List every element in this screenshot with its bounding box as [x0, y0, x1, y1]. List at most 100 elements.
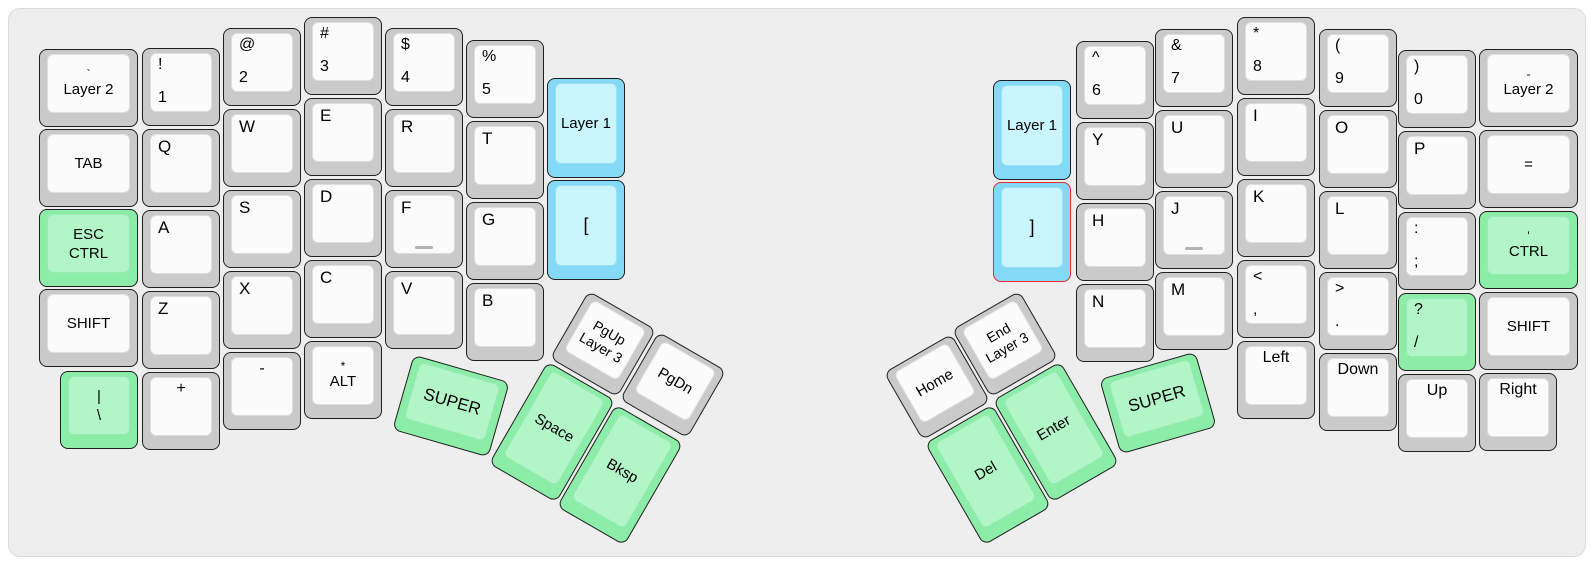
key-label: SHIFT [66, 315, 111, 332]
key-label: ALT [329, 373, 357, 390]
key-num-1[interactable]: !1 [142, 48, 220, 126]
key-num-5[interactable]: %5 [466, 40, 544, 118]
keycap-top: Y [1084, 127, 1146, 186]
homing-bar-icon [415, 246, 433, 249]
keycap-top: PgDn [633, 340, 717, 423]
key-letter-k[interactable]: K [1237, 179, 1315, 257]
key-arrow-left[interactable]: Left [1237, 341, 1315, 419]
key-dash-layer2[interactable]: -Layer 2 [1479, 49, 1578, 127]
key-grave-layer2[interactable]: `Layer 2 [39, 49, 138, 127]
key-arrow-right[interactable]: Right [1479, 373, 1557, 451]
key-letter-y[interactable]: Y [1076, 122, 1154, 200]
key-letter-n[interactable]: N [1076, 284, 1154, 362]
key-letter-s[interactable]: S [223, 190, 301, 268]
keycap-top: O [1327, 115, 1389, 174]
key-label: ? [1414, 301, 1423, 318]
key-num-8[interactable]: *8 [1237, 17, 1315, 95]
keycap-top: TAB [47, 134, 130, 193]
key-shift-right[interactable]: SHIFT [1479, 292, 1578, 370]
key-label: : [1414, 220, 1419, 237]
key-label: G [482, 210, 496, 229]
key-letter-b[interactable]: B [466, 283, 544, 361]
key-tab[interactable]: TAB [39, 129, 138, 207]
key-label: * [1253, 25, 1260, 42]
keycap-top: S [231, 195, 293, 254]
key-plus[interactable]: + [142, 372, 220, 450]
key-comma[interactable]: <, [1237, 260, 1315, 338]
key-num-9[interactable]: (9 [1319, 29, 1397, 107]
key-letter-j[interactable]: J [1155, 191, 1233, 269]
key-right-bracket[interactable]: ] [993, 182, 1071, 282]
key-letter-p[interactable]: P [1398, 131, 1476, 209]
key-letter-u[interactable]: U [1155, 110, 1233, 188]
key-label: Layer 1 [560, 115, 612, 132]
key-letter-m[interactable]: M [1155, 272, 1233, 350]
keycap-top: Z [150, 296, 212, 355]
key-layer1-left[interactable]: Layer 1 [547, 78, 625, 178]
key-letter-w[interactable]: W [223, 109, 301, 187]
key-letter-i[interactable]: I [1237, 98, 1315, 176]
key-left-bracket[interactable]: [ [547, 180, 625, 280]
key-label: CTRL [68, 244, 109, 262]
key-super-right[interactable]: SUPER [1099, 351, 1217, 455]
key-num-2[interactable]: @2 [223, 28, 301, 106]
key-label: + [176, 380, 186, 397]
key-letter-x[interactable]: X [223, 271, 301, 349]
key-letter-z[interactable]: Z [142, 291, 220, 369]
key-letter-o[interactable]: O [1319, 110, 1397, 188]
key-arrow-down[interactable]: Down [1319, 353, 1397, 431]
key-letter-v[interactable]: V [385, 271, 463, 349]
key-period[interactable]: >. [1319, 272, 1397, 350]
keycap-top: )0 [1406, 55, 1468, 114]
key-minus[interactable]: - [223, 352, 301, 430]
key-shift-left[interactable]: SHIFT [39, 289, 138, 367]
key-label: N [1092, 292, 1105, 311]
key-letter-f[interactable]: F [385, 190, 463, 268]
keycap-top: <, [1245, 265, 1307, 324]
key-label: / [1414, 334, 1419, 351]
key-letter-h[interactable]: H [1076, 203, 1154, 281]
key-label: T [482, 129, 493, 148]
keycap-top: - [231, 357, 293, 416]
key-num-4[interactable]: $4 [385, 28, 463, 106]
key-label: X [239, 279, 251, 298]
keycap-top: L [1327, 196, 1389, 255]
key-label: 0 [1414, 91, 1423, 108]
key-num-0[interactable]: )0 [1398, 50, 1476, 128]
keycap-top: H [1084, 208, 1146, 267]
key-letter-a[interactable]: A [142, 210, 220, 288]
key-label: F [401, 198, 412, 217]
key-super-left[interactable]: SUPER [392, 354, 510, 458]
keycap-top: C [312, 265, 374, 324]
key-letter-r[interactable]: R [385, 109, 463, 187]
key-num-3[interactable]: #3 [304, 17, 382, 95]
key-question-slash[interactable]: ?/ [1398, 293, 1476, 371]
key-letter-t[interactable]: T [466, 121, 544, 199]
key-num-6[interactable]: ^6 [1076, 41, 1154, 119]
key-letter-d[interactable]: D [304, 179, 382, 257]
key-asterisk-alt[interactable]: *ALT [304, 341, 382, 419]
keycap-top: N [1084, 289, 1146, 348]
key-num-7[interactable]: &7 [1155, 29, 1233, 107]
key-arrow-up[interactable]: Up [1398, 374, 1476, 452]
key-colon-semicolon[interactable]: :; [1398, 212, 1476, 290]
key-pipe-backslash[interactable]: |\ [60, 371, 138, 449]
key-equals[interactable]: = [1479, 130, 1578, 208]
keycap-top: Down [1327, 358, 1389, 417]
key-label: 1 [158, 89, 167, 106]
keycap-top: P [1406, 136, 1468, 195]
key-label: M [1171, 280, 1186, 299]
key-label: Down [1337, 361, 1379, 378]
key-letter-q[interactable]: Q [142, 129, 220, 207]
key-letter-c[interactable]: C [304, 260, 382, 338]
key-label: = [1524, 156, 1533, 173]
key-layer1-right[interactable]: Layer 1 [993, 80, 1071, 180]
key-letter-g[interactable]: G [466, 202, 544, 280]
key-label: PgDn [654, 364, 696, 398]
key-letter-e[interactable]: E [304, 98, 382, 176]
key-letter-l[interactable]: L [1319, 191, 1397, 269]
key-quote-ctrl[interactable]: 'CTRL [1479, 211, 1578, 289]
